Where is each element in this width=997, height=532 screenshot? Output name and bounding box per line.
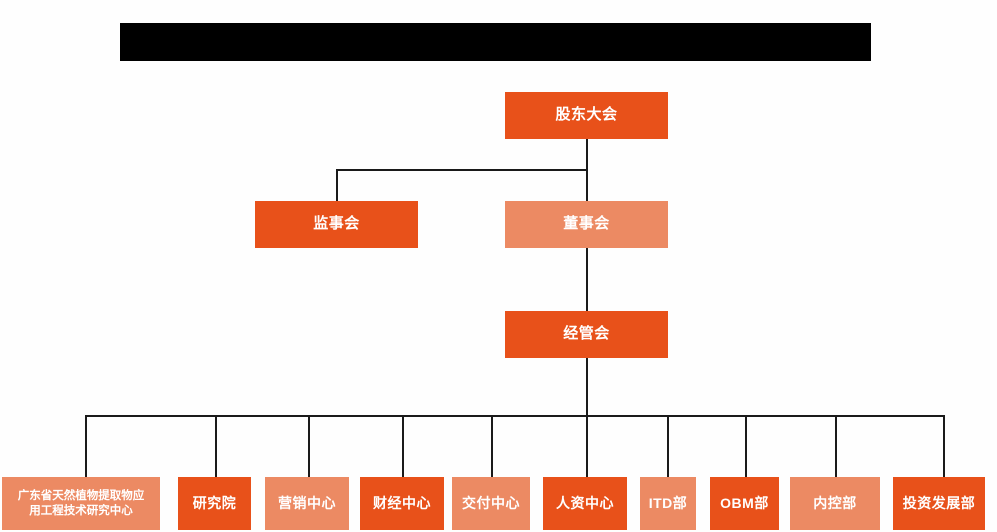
- node-management-committee[interactable]: 经管会: [505, 311, 668, 358]
- node-department-internal-control[interactable]: 内控部: [790, 477, 880, 530]
- connector-drop-dept-1: [85, 415, 87, 477]
- connector-drop-dept-9: [835, 415, 837, 477]
- connector-drop-dept-6: [586, 415, 588, 477]
- connector-to-directors: [586, 169, 588, 201]
- connector-departments-bus: [85, 415, 944, 417]
- connector-drop-dept-10: [943, 415, 945, 477]
- connector-drop-dept-5: [491, 415, 493, 477]
- connector-drop-dept-4: [402, 415, 404, 477]
- label-line-2: 用工程技术研究中心: [29, 504, 133, 517]
- node-board-of-directors[interactable]: 董事会: [505, 201, 668, 248]
- connector-drop-dept-3: [308, 415, 310, 477]
- connector-management-down: [586, 357, 588, 417]
- connector-drop-dept-7: [667, 415, 669, 477]
- node-department-guangdong-research-center[interactable]: 广东省天然植物提取物应 用工程技术研究中心: [2, 477, 160, 530]
- connector-shareholders-down: [586, 139, 588, 171]
- connector-to-supervisors: [336, 169, 338, 201]
- connector-drop-dept-8: [745, 415, 747, 477]
- connector-directors-to-management: [586, 247, 588, 320]
- node-department-research-institute[interactable]: 研究院: [178, 477, 251, 530]
- node-department-marketing-center[interactable]: 营销中心: [265, 477, 349, 530]
- node-department-obm[interactable]: OBM部: [710, 477, 779, 530]
- node-department-investment-development[interactable]: 投资发展部: [893, 477, 985, 530]
- connector-drop-dept-2: [215, 415, 217, 477]
- redacted-title-banner: [120, 23, 871, 61]
- node-board-of-supervisors[interactable]: 监事会: [255, 201, 418, 248]
- node-department-hr-center[interactable]: 人资中心: [543, 477, 627, 530]
- connector-tier2-bus: [336, 169, 588, 171]
- node-department-label-multiline: 广东省天然植物提取物应 用工程技术研究中心: [18, 489, 145, 518]
- node-department-finance-center[interactable]: 财经中心: [360, 477, 444, 530]
- node-shareholders-meeting[interactable]: 股东大会: [505, 92, 668, 139]
- node-department-itd[interactable]: ITD部: [640, 477, 696, 530]
- node-department-delivery-center[interactable]: 交付中心: [452, 477, 530, 530]
- label-line-1: 广东省天然植物提取物应: [17, 490, 145, 503]
